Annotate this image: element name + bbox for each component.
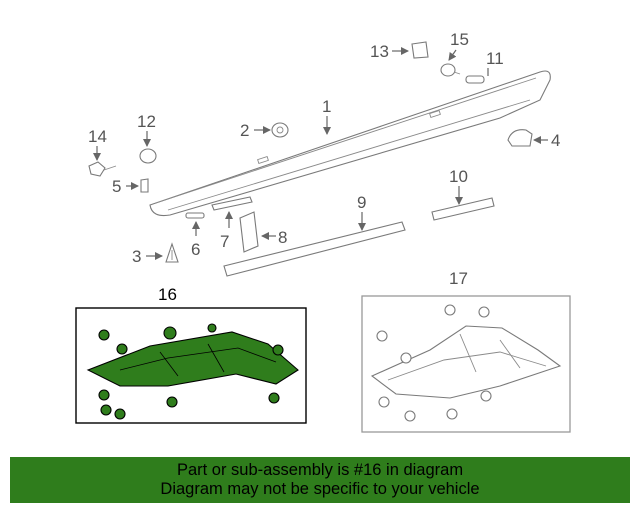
strip-part-10[interactable] xyxy=(431,197,495,221)
parts-diagram: 1 2 3 4 5 6 7 8 9 xyxy=(75,30,571,433)
callout-12: 12 xyxy=(137,112,156,131)
banner-line-2: Diagram may not be specific to your vehi… xyxy=(160,480,480,498)
pad-part-11[interactable] xyxy=(465,75,485,84)
callout-1: 1 xyxy=(322,97,331,116)
bracket-part-8[interactable] xyxy=(239,211,259,253)
banner-line-1: Part or sub-assembly is #16 in diagram xyxy=(176,461,464,479)
callout-15: 15 xyxy=(450,30,469,49)
callout-2: 2 xyxy=(240,121,249,140)
leader-15 xyxy=(448,49,457,61)
callout-13: 13 xyxy=(370,42,389,61)
end-cap-part-4[interactable] xyxy=(507,129,533,147)
callout-17-box[interactable] xyxy=(361,295,571,433)
screw-part-15[interactable] xyxy=(440,63,461,77)
callout-10: 10 xyxy=(449,167,468,186)
callout-16-box[interactable] xyxy=(75,307,307,424)
callout-7: 7 xyxy=(220,232,229,251)
callout-5: 5 xyxy=(112,177,121,196)
nut-part-5[interactable] xyxy=(140,178,149,193)
screw-part-14[interactable] xyxy=(88,161,117,177)
callout-9: 9 xyxy=(357,193,366,212)
callout-11: 11 xyxy=(486,49,504,68)
pushpin-part-3[interactable] xyxy=(165,242,179,263)
pad-part-6[interactable] xyxy=(185,212,205,219)
callout-16: 16 xyxy=(158,285,177,304)
clip-part-12[interactable] xyxy=(139,148,157,164)
info-banner: Part or sub-assembly is #16 in diagram D… xyxy=(10,457,630,503)
retainer-part-13[interactable] xyxy=(411,41,429,59)
callout-4: 4 xyxy=(551,131,560,150)
moulding-strip-part-9[interactable] xyxy=(223,221,406,277)
rocker-molding-part[interactable] xyxy=(149,70,551,217)
tape-part-7[interactable] xyxy=(211,196,253,211)
callout-17: 17 xyxy=(449,269,468,288)
callout-8: 8 xyxy=(278,228,287,247)
callout-6: 6 xyxy=(191,240,200,259)
clip-part-2[interactable] xyxy=(271,122,289,138)
callout-14: 14 xyxy=(88,127,107,146)
callout-3: 3 xyxy=(132,247,141,266)
